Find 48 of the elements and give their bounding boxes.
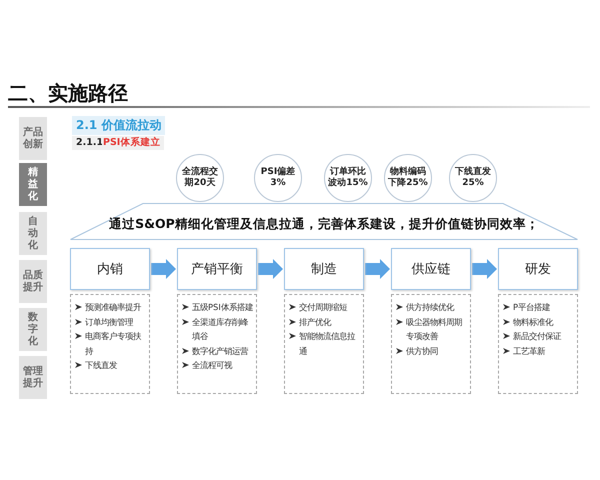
subsection-number: 2.1.1 (72, 136, 104, 150)
list-panel (391, 294, 471, 394)
list-item: 订单均衡管理 (85, 316, 134, 328)
list-panel (177, 294, 257, 394)
subsection-heading: PSI体系建立 (102, 136, 164, 150)
list-item: 交付周期缩短 (299, 301, 348, 314)
list-item: 全流程可视 (192, 359, 234, 372)
list-panel (498, 294, 578, 394)
side-tab: 管理提升 (19, 356, 47, 399)
metric-circle: 物料编码下降25% (384, 154, 432, 202)
stage-box: 内销 (70, 248, 150, 290)
stage-box: 制造 (284, 248, 364, 290)
list-item: 工艺革新 (513, 344, 546, 358)
side-tab: 品质提升 (19, 260, 47, 303)
list-item: 排产优化 (299, 316, 332, 328)
metric-circle: 下线直发25% (449, 154, 497, 202)
list-item: 供方协同 (406, 344, 439, 358)
list-item: 五级PSI体系搭建 (192, 301, 253, 314)
page-title: 二、实施路径 (8, 80, 128, 107)
metric-circle: PSI偏差3% (254, 154, 302, 202)
list-item: 预测准确率提升 (85, 301, 142, 314)
list-item: 物料标准化 (513, 316, 554, 328)
stage-box: 供应链 (391, 248, 471, 290)
side-tab: 自动化 (19, 212, 47, 255)
list-item: P平台搭建 (513, 301, 552, 314)
chevron-arrow (151, 259, 176, 279)
list-item: 供方持续优化 (406, 301, 456, 314)
chevron-arrow (472, 259, 497, 279)
stage-box: 研发 (498, 248, 578, 290)
chevron-arrow (258, 259, 283, 279)
list-panel (70, 294, 150, 394)
list-item: 全渠道库存削峰填谷 (192, 316, 249, 343)
metric-circle: 订单环比波动15% (324, 154, 372, 202)
list-panel (284, 294, 364, 394)
section-heading: 2.1 价值流拉动 (72, 116, 166, 135)
chevron-arrow (365, 259, 390, 279)
list-item: 数字化产销运营 (192, 344, 249, 358)
list-item: 吸尘器物料周期专项改善 (406, 316, 463, 343)
side-tab: 产品创新 (19, 117, 47, 160)
side-tab: 精益化 (19, 163, 47, 206)
list-item: 智能物流信息拉通 (299, 330, 356, 358)
list-item: 新品交付保证 (513, 330, 562, 343)
stage-box: 产销平衡 (177, 248, 257, 290)
roof-banner: 通过S&OP精细化管理及信息拉通，完善体系建设，提升价值链协同效率； (70, 203, 578, 240)
metric-circle: 全流程交期20天 (176, 154, 224, 202)
list-item: 下线直发 (85, 359, 118, 372)
side-tab: 数字化 (19, 308, 47, 351)
list-item: 电商客户专项扶持 (85, 330, 142, 358)
